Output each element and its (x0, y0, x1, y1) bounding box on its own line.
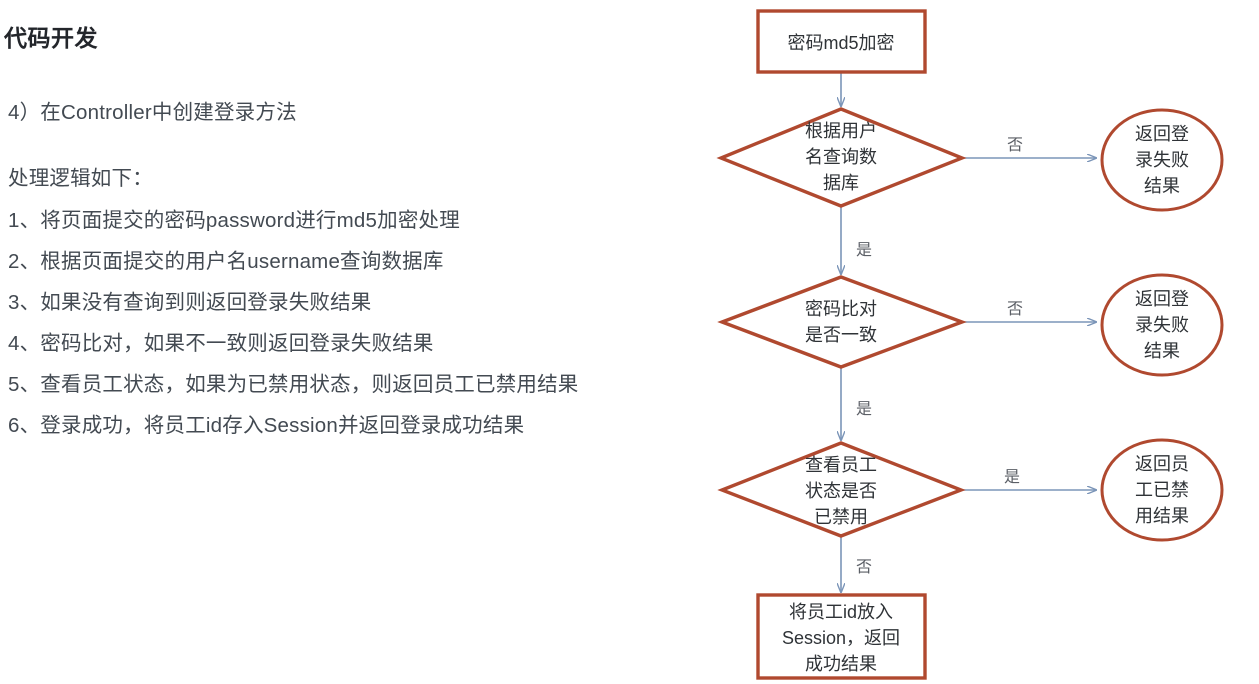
article-text-pane: 代码开发 4）在Controller中创建登录方法 处理逻辑如下： 1、将页面提… (4, 25, 708, 452)
node-label: 密码md5加密 (787, 33, 894, 53)
steps-list: 1、将页面提交的密码password进行md5加密处理 2、根据页面提交的用户名… (8, 206, 708, 452)
node-shape-ellipse (1100, 108, 1224, 212)
node-label-line-2: 工已禁 (1135, 480, 1189, 500)
node-login-failed-2[interactable]: 返回登 录失败 结果 (1100, 273, 1224, 377)
node-shape-ellipse (1100, 438, 1224, 542)
node-label-line-1: 密码比对 (805, 299, 877, 319)
node-label-line-3: 据库 (823, 173, 859, 193)
node-check-employee-status[interactable]: 查看员工 状态是否 已禁用 (717, 441, 966, 538)
node-label-line-2: 名查询数 (805, 147, 877, 167)
edge-label-query-yes: 是 (856, 242, 872, 259)
node-label-line-2: 是否一致 (805, 325, 877, 345)
node-login-success[interactable]: 将员工id放入 Session，返回 成功结果 (756, 593, 927, 680)
node-label-line-1: 查看员工 (805, 455, 877, 475)
node-label-line-1: 返回登 (1135, 124, 1189, 144)
node-md5-encrypt[interactable]: 密码md5加密 (756, 9, 927, 74)
node-login-failed-1[interactable]: 返回登 录失败 结果 (1100, 108, 1224, 212)
node-label-line-3: 用结果 (1135, 506, 1189, 526)
node-shape-diamond (717, 275, 967, 369)
logic-header: 处理逻辑如下： (8, 167, 153, 190)
page-title: 代码开发 (4, 25, 98, 51)
node-shape-rectangle (756, 593, 927, 680)
list-item: 6、登录成功，将员工id存入Session并返回登录成功结果 (8, 414, 525, 437)
list-item: 4、密码比对，如果不一致则返回登录失败结果 (8, 332, 434, 355)
list-item: 5、查看员工状态，如果为已禁用状态，则返回员工已禁用结果 (8, 373, 579, 396)
edge-label-compare-no: 否 (1007, 301, 1023, 318)
node-label-line-3: 结果 (1144, 176, 1180, 196)
edge-label-query-no: 否 (1007, 137, 1023, 154)
list-item: 3、如果没有查询到则返回登录失败结果 (8, 291, 372, 314)
node-label-line-1: 根据用户 (805, 121, 877, 141)
edge-label-status-no: 否 (856, 559, 872, 576)
node-shape-diamond (716, 107, 967, 208)
node-label-line-3: 成功结果 (805, 654, 877, 674)
node-shape-diamond (717, 441, 966, 538)
flow-edge-labels: 否 是 否 是 是 否 (856, 137, 1023, 576)
node-label-line-3: 结果 (1144, 341, 1180, 361)
node-shape-rectangle (756, 9, 927, 74)
node-label-line-3: 已禁用 (814, 507, 868, 527)
node-employee-disabled[interactable]: 返回员 工已禁 用结果 (1100, 438, 1224, 542)
node-label-line-2: 状态是否 (805, 481, 877, 501)
node-label-line-1: 返回员 (1135, 454, 1189, 474)
edge-label-compare-yes: 是 (856, 401, 872, 418)
list-item: 2、根据页面提交的用户名username查询数据库 (8, 250, 444, 273)
list-item: 1、将页面提交的密码password进行md5加密处理 (8, 209, 460, 232)
intro-paragraph: 4）在Controller中创建登录方法 (8, 101, 297, 124)
node-shape-ellipse (1100, 273, 1224, 377)
node-label-line-1: 将员工id放入 (789, 602, 893, 622)
node-compare-password[interactable]: 密码比对 是否一致 (717, 275, 967, 369)
node-label-line-2: Session，返回 (782, 628, 900, 648)
node-label-line-1: 返回登 (1135, 289, 1189, 309)
edge-label-status-yes: 是 (1004, 469, 1020, 486)
node-label-line-2: 录失败 (1135, 150, 1189, 170)
node-label-line-2: 录失败 (1135, 315, 1189, 335)
node-query-database[interactable]: 根据用户 名查询数 据库 (716, 107, 967, 208)
flow-connectors (841, 72, 1096, 592)
login-flowchart: 否 是 否 是 是 否 密码md5加密 根据用户 名查询数 据库 (700, 0, 1259, 684)
